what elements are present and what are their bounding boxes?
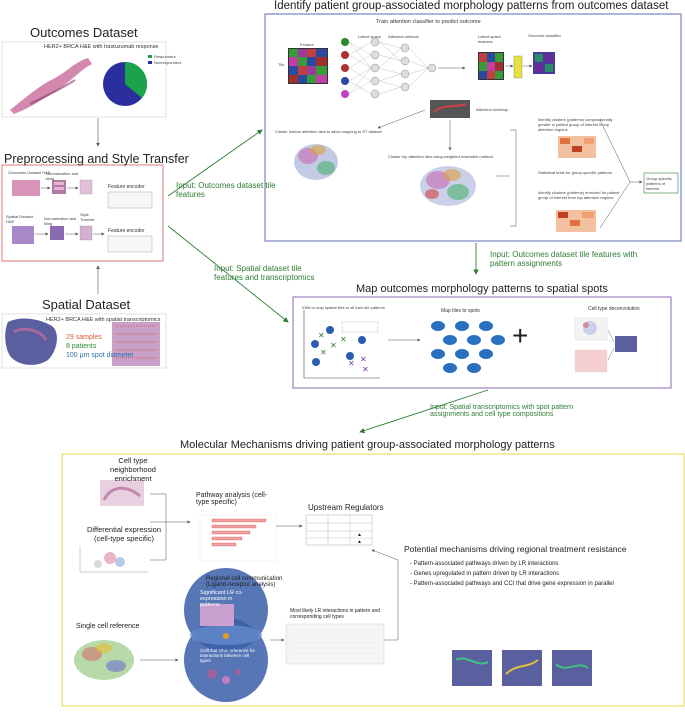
arrow-map-to-molecular <box>359 389 489 434</box>
spatial-he-label: Spatial Dataset H&E <box>6 214 34 224</box>
arrow-spatial-to-map <box>167 225 289 323</box>
tile-label: Tile <box>278 62 285 67</box>
samples-count: 29 samples <box>66 334 102 341</box>
lr-interaction-plot <box>285 623 385 665</box>
input-outcomes-label: Input: Outcomes dataset tile features <box>176 181 276 199</box>
latent-space-label: Latent space <box>358 34 381 39</box>
latent-features-label: Latent space features <box>478 34 501 44</box>
spatial-title: Spatial Dataset <box>42 297 131 312</box>
diff-expr-plot <box>79 546 148 573</box>
pie-responders <box>125 61 148 98</box>
single-cell-label: Single cell reference <box>76 623 140 630</box>
norm-tiling-2-label: Normalization and tiling <box>44 216 77 226</box>
molecular-title: Molecular Mechanisms driving patient gro… <box>180 439 555 451</box>
outcomes-subtitle: HER2+ BRCA H&E with trastuzumab response <box>44 44 159 50</box>
tissue-result-1 <box>452 650 492 686</box>
tissue-result-3 <box>552 650 592 686</box>
cluster-top-label: Cluster top attention tiles using weight… <box>388 154 493 159</box>
identify-enriched-label: Identify clusters (patterns) enriched fo… <box>538 190 620 200</box>
pathway-label: Pathway analysis (cell-type specific) <box>196 492 268 506</box>
legend-responders: Responders <box>154 54 176 59</box>
cluster-bottom-scatter <box>294 144 338 180</box>
outcomes-he-label: Outcomes Dataset H&E <box>8 170 51 175</box>
feature-matrix <box>288 48 328 84</box>
upstream-table: ▲ ▲ <box>305 514 373 546</box>
bullet-1-text: Pattern-associated pathways driven by LR… <box>413 561 559 567</box>
tissue-result-2 <box>502 650 542 686</box>
svg-text:✕: ✕ <box>362 365 369 374</box>
input-st-label: Input: Spatial transcriptomics with spot… <box>430 404 574 418</box>
knn-plot: ✕ ✕ ✕ ✕ ✕ ✕ ✕ <box>303 310 380 379</box>
bullet-3: - Pattern-associated pathways and CCI th… <box>410 581 614 587</box>
map-title: Map outcomes morphology patterns to spat… <box>356 283 608 295</box>
train-label: Train attention classifier to predict ou… <box>376 19 481 25</box>
group-specific-label: Group-specific patterns of interest <box>646 176 672 191</box>
outcomes-tissue-image <box>10 58 92 114</box>
bullet-2-text: Genes upregulated in pattern driven by L… <box>413 571 560 577</box>
norm-tiling-1-label: Normalization and tiling <box>46 171 79 181</box>
legend-nonresponders: Nonresponders <box>154 60 182 65</box>
svg-text:▲: ▲ <box>357 532 362 538</box>
svg-text:✕: ✕ <box>330 341 337 350</box>
pathway-bars <box>199 514 277 562</box>
map-box <box>292 296 672 389</box>
diff-expr-label: Differential expression (cell-type speci… <box>86 525 162 543</box>
plus-sign: + <box>512 320 529 351</box>
cluster-bottom-label: Cluster bottom attention tiles to allow … <box>275 129 382 134</box>
feature-encoder-2-label: Feature encoder <box>108 228 145 234</box>
preprocess-title: Preprocessing and Style Transfer <box>4 152 189 166</box>
potential-title: Potential mechanisms driving regional tr… <box>404 544 627 554</box>
knn-label: KNN to map spatial tiles to all train ti… <box>302 305 385 310</box>
arrow-outcomes-to-identify <box>167 129 263 197</box>
upstream-label: Upstream Regulators <box>308 503 384 512</box>
attention-network-label: Attention network <box>388 34 419 39</box>
spot-diameter: 100 μm spot diameter <box>66 352 134 359</box>
spots-map <box>431 321 505 373</box>
group-specific-box <box>643 172 679 194</box>
single-cell-umap <box>74 640 134 680</box>
stat-tests-label: Statistical tests for group-specific pat… <box>538 170 613 175</box>
patients-count: 8 patients <box>66 343 97 350</box>
svg-text:✕: ✕ <box>360 355 367 364</box>
neighborhood-label: Cell type neighborhood enrichment <box>110 456 156 483</box>
feature-encoder-1-label: Feature encoder <box>108 184 145 190</box>
feature-label: Feature <box>300 42 314 47</box>
most-likely-label: Most likely LR interactions in pattern a… <box>290 608 381 620</box>
style-transfer-label: Style Transfer <box>80 212 95 222</box>
outcome-classifier-label: Outcome classifier <box>528 33 561 38</box>
map-tiles-label: Map tiles to spots <box>441 308 480 314</box>
identify-box <box>264 13 682 242</box>
regional-comm-label: Regional cell communication (Ligand-rece… <box>206 576 283 588</box>
bullet-1: - Pattern-associated pathways driven by … <box>410 561 559 567</box>
input-outcomes-assign-label: Input: Outcomes dataset tile features wi… <box>490 250 638 268</box>
cluster-top-scatter <box>420 166 476 206</box>
spatial-subtitle: HER2+ BRCA H&E with spatial transcriptom… <box>46 317 161 323</box>
bullet-2: - Genes upregulated in pattern driven by… <box>410 571 560 577</box>
input-spatial-label: Input: Spatial dataset tile features and… <box>214 264 315 282</box>
svg-text:✕: ✕ <box>320 348 327 357</box>
lr-tissue-image <box>200 604 234 626</box>
svg-text:✕: ✕ <box>340 335 347 344</box>
deconv-images <box>574 317 637 373</box>
attention-heatmap-label: Attention heatmap <box>476 107 509 112</box>
svg-text:▲: ▲ <box>357 539 362 545</box>
spatial-grid-image <box>112 322 160 366</box>
identify-comp-label: Identify clusters (patterns) composition… <box>538 117 613 132</box>
attention-heatmap <box>430 100 470 118</box>
neural-network <box>341 37 437 99</box>
spatial-tissue-image <box>5 318 57 365</box>
significant-lr-label: Significant LR co-expression in patterns <box>200 590 244 608</box>
svg-text:✕: ✕ <box>318 331 325 340</box>
svg-text:✕: ✕ <box>348 359 355 368</box>
identify-title: Identify patient group-associated morpho… <box>274 0 669 12</box>
outcomes-title: Outcomes Dataset <box>30 25 138 40</box>
deconv-label: Cell type deconvolution <box>588 306 640 312</box>
bullet-3-text: Pattern-associated pathways and CCI that… <box>413 581 614 587</box>
cellchat-label: CellChat struc reference for interaction… <box>200 648 256 663</box>
